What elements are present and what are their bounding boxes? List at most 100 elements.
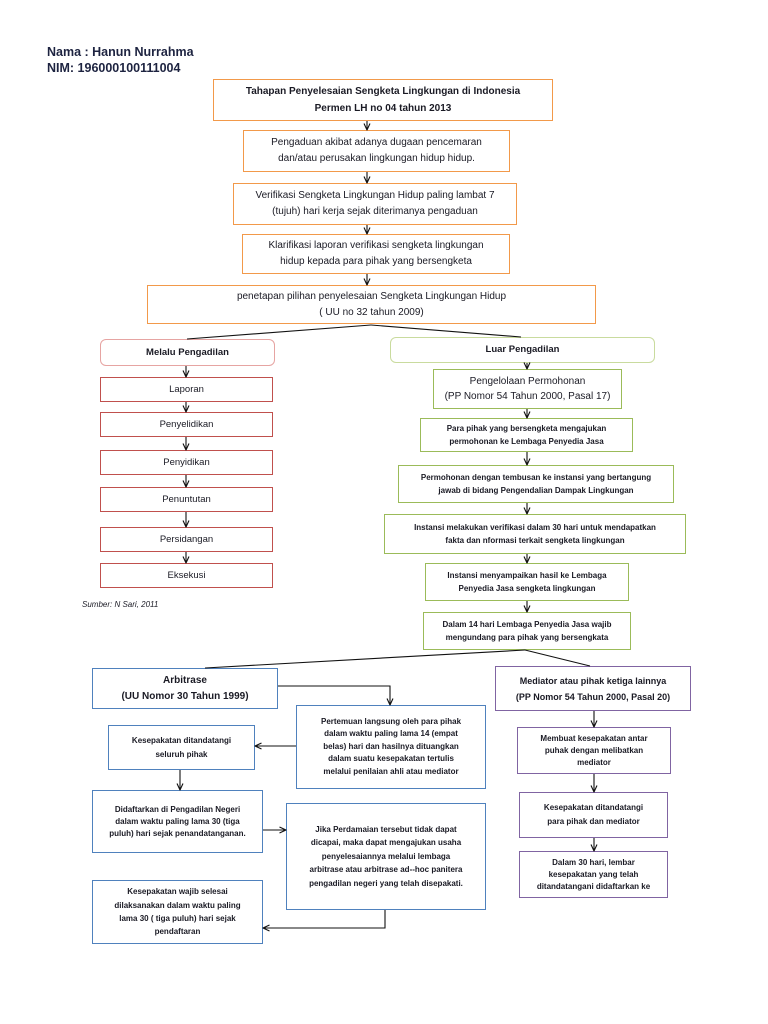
split-line-to-mediation xyxy=(524,649,591,667)
step-line: Verifikasi Sengketa Lingkungan Hidup pal… xyxy=(255,190,495,201)
mediation-line: Dalam 30 hari, lembar xyxy=(552,858,635,867)
arbitration-line: dalam waktu paling lama 14 (empat xyxy=(324,729,458,739)
court-step-eksekusi: Eksekusi xyxy=(100,563,273,588)
court-step-label: Laporan xyxy=(169,383,204,395)
mediation-registration: Dalam 30 hari, lembar kesepakatan yang t… xyxy=(519,851,668,898)
author-name: Nama : Hanun Nurrahma xyxy=(47,45,194,59)
oc-step-undangan: Dalam 14 hari Lembaga Penyedia Jasa waji… xyxy=(423,612,631,650)
oc-step-line: fakta dan nformasi terkait sengketa ling… xyxy=(445,536,625,545)
court-step-label: Penuntutan xyxy=(162,493,211,505)
oc-step-line: Penyedia Jasa sengketa lingkungan xyxy=(458,584,596,593)
arbitration-execution: Kesepakatan wajib selesai dilaksanakan d… xyxy=(92,880,263,944)
arbitration-line: dilaksanakan dalam waktu paling xyxy=(114,900,241,910)
arbitration-signed: Kesepakatan ditandatangi seluruh pihak xyxy=(108,725,255,770)
arbitration-line: Kesepakatan wajib selesai xyxy=(127,887,228,897)
court-heading-label: Melalu Pengadilan xyxy=(146,346,229,358)
arbitration-line: Jika Perdamaian tersebut tidak dapat xyxy=(315,824,457,834)
arbitration-line: dicapai, maka dapat mengajukan usaha xyxy=(310,838,462,848)
arbitration-line: Didaftarkan di Pengadilan Negeri xyxy=(114,804,241,814)
oc-step-permohonan: Para pihak yang bersengketa mengajukan p… xyxy=(420,418,633,452)
arbitration-line: puluh) hari sejak penandatanganan. xyxy=(109,828,246,838)
out-of-court-heading: Luar Pengadilan xyxy=(390,337,655,363)
mediation-line: para pihak dan mediator xyxy=(547,817,640,826)
step-line: dan/atau perusakan lingkungan hidup hidu… xyxy=(278,153,475,164)
arbitration-line: pendaftaran xyxy=(154,927,201,937)
arbitration-line: seluruh pihak xyxy=(155,749,208,759)
oc-step-line: Instansi melakukan verifikasi dalam 30 h… xyxy=(414,523,656,532)
court-step-label: Penyidikan xyxy=(163,456,210,468)
arbitration-heading: Arbitrase (UU Nomor 30 Tahun 1999) xyxy=(92,668,278,709)
oc-step-line: Dalam 14 hari Lembaga Penyedia Jasa waji… xyxy=(442,620,612,629)
oc-step-line: Instansi menyampaikan hasil ke Lembaga xyxy=(447,571,607,580)
split-line-to-court xyxy=(186,324,372,340)
arbitration-line: dalam suatu kesepakatan tertulis xyxy=(328,754,454,764)
arbitration-line: penyelesaiannya melalui lembaga xyxy=(321,851,451,861)
mediation-line: Kesepakatan ditandatangi xyxy=(543,803,644,812)
arbitration-meeting: Pertemuan langsung oleh para pihak dalam… xyxy=(296,705,486,789)
mediation-agreement: Membuat kesepakatan antar puhak dengan m… xyxy=(517,727,671,774)
arbitration-line: Kesepakatan ditandatangi xyxy=(131,735,232,745)
oc-step-line: Para pihak yang bersengketa mengajukan xyxy=(446,424,607,433)
source-caption: Sumber: N Sari, 2011 xyxy=(82,600,159,609)
mediation-line: kesepakatan yang telah xyxy=(548,870,639,879)
mediation-line: Membuat kesepakatan antar xyxy=(540,733,648,743)
title-box: Tahapan Penyelesaian Sengketa Lingkungan… xyxy=(213,79,553,121)
mediation-heading-line: (PP Nomor 54 Tahun 2000, Pasal 20) xyxy=(515,691,671,702)
step-line: hidup kepada para pihak yang bersengketa xyxy=(280,256,472,267)
step-line: ( UU no 32 tahun 2009) xyxy=(319,306,424,318)
mediation-line: mediator xyxy=(577,757,611,767)
step-line: Klarifikasi laporan verifikasi sengketa … xyxy=(268,240,484,251)
arbitration-registered: Didaftarkan di Pengadilan Negeri dalam w… xyxy=(92,790,263,853)
court-step-penuntutan: Penuntutan xyxy=(100,487,273,512)
author-nim: NIM: 196000100111004 xyxy=(47,61,181,75)
court-step-label: Eksekusi xyxy=(167,569,206,581)
title-line: Permen LH no 04 tahun 2013 xyxy=(314,103,452,114)
arbitration-line: dalam waktu paling lama 30 (tiga xyxy=(115,816,240,826)
arbitration-line: belas) hari dan hasilnya dituangkan xyxy=(323,741,459,751)
arbitration-line: arbitrase atau arbitrase ad--hoc paniter… xyxy=(309,865,463,875)
arbitration-heading-line: (UU Nomor 30 Tahun 1999) xyxy=(121,690,249,702)
court-step-laporan: Laporan xyxy=(100,377,273,402)
court-heading: Melalu Pengadilan xyxy=(100,339,275,366)
court-step-penyelidikan: Penyelidikan xyxy=(100,412,273,437)
arbitration-line: melalui penilaian ahli atau mediator xyxy=(323,766,459,776)
arbitration-heading-line: Arbitrase xyxy=(163,674,207,686)
arrow-arbitration-to-meeting xyxy=(278,685,390,705)
oc-step-line: mengundang para pihak yang bersengkata xyxy=(445,633,609,642)
split-line-to-arbitration xyxy=(204,649,526,669)
arbitration-line: pengadilan negeri yang telah disepakati. xyxy=(309,878,463,888)
step-line: Pengaduan akibat adanya dugaan pencemara… xyxy=(271,137,482,148)
oc-step-hasil: Instansi menyampaikan hasil ke Lembaga P… xyxy=(425,563,629,601)
oc-step-line: jawab di bidang Pengendalian Dampak Ling… xyxy=(438,486,634,495)
court-step-label: Persidangan xyxy=(159,533,214,545)
oc-step-line: Pengelolaan Permohonan xyxy=(469,376,586,387)
step-line: penetapan pilihan penyelesaian Sengketa … xyxy=(236,290,507,302)
oc-step-line: Permohonan dengan tembusan ke instansi y… xyxy=(420,473,652,482)
arbitration-line: Pertemuan langsung oleh para pihak xyxy=(320,716,462,726)
step-klarifikasi: Klarifikasi laporan verifikasi sengketa … xyxy=(242,234,510,274)
out-of-court-heading-label: Luar Pengadilan xyxy=(485,344,560,355)
oc-step-pengelolaan: Pengelolaan Permohonan (PP Nomor 54 Tahu… xyxy=(433,369,622,409)
court-step-persidangan: Persidangan xyxy=(100,527,273,552)
oc-step-line: (PP Nomor 54 Tahun 2000, Pasal 17) xyxy=(444,391,611,402)
court-step-label: Penyelidikan xyxy=(159,418,214,430)
split-line-to-out-of-court xyxy=(370,324,522,338)
step-verifikasi: Verifikasi Sengketa Lingkungan Hidup pal… xyxy=(233,183,517,225)
mediation-heading-line: Mediator atau pihak ketiga lainnya xyxy=(519,675,667,686)
arrow-failure-to-execution xyxy=(263,910,386,928)
mediation-line: puhak dengan melibatkan xyxy=(544,745,644,755)
oc-step-line: permohonan ke Lembaga Penyedia Jasa xyxy=(449,437,604,446)
oc-step-verifikasi: Instansi melakukan verifikasi dalam 30 h… xyxy=(384,514,686,554)
title-line: Tahapan Penyelesaian Sengketa Lingkungan… xyxy=(245,86,521,97)
step-line: (tujuh) hari kerja sejak diterimanya pen… xyxy=(272,206,478,217)
mediation-line: ditandatangani didaftarkan ke xyxy=(536,882,651,891)
arbitration-line: lama 30 ( tiga puluh) hari sejak xyxy=(119,914,236,923)
oc-step-tembusan: Permohonan dengan tembusan ke instansi y… xyxy=(398,465,674,503)
arbitration-failure: Jika Perdamaian tersebut tidak dapat dic… xyxy=(286,803,486,910)
court-step-penyidikan: Penyidikan xyxy=(100,450,273,475)
mediation-signed: Kesepakatan ditandatangi para pihak dan … xyxy=(519,792,668,838)
step-penetapan: penetapan pilihan penyelesaian Sengketa … xyxy=(147,285,596,324)
step-pengaduan: Pengaduan akibat adanya dugaan pencemara… xyxy=(243,130,510,172)
mediation-heading: Mediator atau pihak ketiga lainnya (PP N… xyxy=(495,666,691,711)
